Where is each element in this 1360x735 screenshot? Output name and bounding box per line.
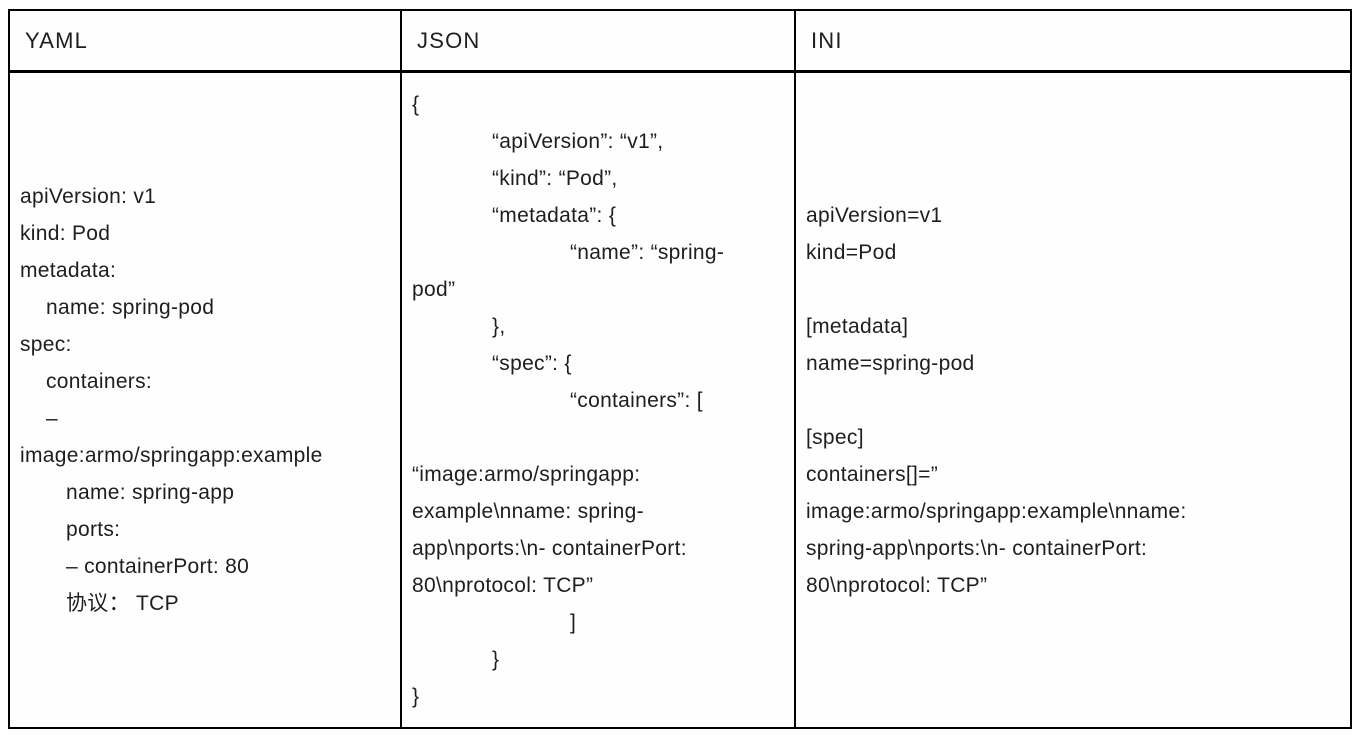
code-line: “name”: “spring- (570, 240, 725, 264)
code-line: containers[]=” (806, 462, 939, 486)
json-code-cell: { “apiVersion”: “v1”, “kind”: “Pod”, “metad… (402, 73, 796, 727)
column-header-ini: INI (796, 11, 1350, 70)
code-line: 协议： TCP (66, 592, 179, 615)
code-line (806, 382, 1340, 419)
code-line: “metadata”: { (492, 203, 617, 227)
code-line: kind: Pod (20, 222, 111, 245)
code-line: 80\nprotocol: TCP” (806, 573, 988, 597)
code-line: image:armo/springapp:example (20, 444, 323, 467)
code-line: apiVersion: v1 (20, 185, 157, 208)
column-header-ini-label: INI (811, 27, 843, 53)
code-line (806, 271, 1340, 308)
code-line: [spec] (806, 425, 864, 449)
code-line: “kind”: “Pod”, (492, 166, 618, 190)
code-line: metadata: (20, 259, 117, 282)
code-line: “spec”: { (492, 351, 572, 375)
code-line: } (492, 647, 500, 671)
format-comparison-table: YAML JSON INI apiVersion: v1 kind: Pod met… (8, 9, 1352, 729)
code-line: { (412, 92, 420, 116)
code-line: example\nname: spring- (412, 499, 644, 523)
code-line: [metadata] (806, 314, 909, 338)
code-line: kind=Pod (806, 240, 897, 264)
code-line: image:armo/springapp:example\nname: (806, 499, 1187, 523)
code-line: } (412, 684, 420, 708)
code-line: }, (492, 314, 506, 338)
code-line: containers: (46, 370, 153, 393)
column-header-json: JSON (402, 11, 796, 70)
yaml-code-cell: apiVersion: v1 kind: Pod metadata: name: sp… (10, 73, 402, 727)
code-line: spec: (20, 333, 72, 356)
code-line: spring-app\nports:\n- containerPort: (806, 536, 1148, 560)
code-line: app\nports:\n- containerPort: (412, 536, 687, 560)
table-body-row: apiVersion: v1 kind: Pod metadata: name: sp… (10, 73, 1350, 727)
code-line: ports: (66, 518, 121, 541)
code-line: name=spring-pod (806, 351, 975, 375)
ini-code-cell: apiVersion=v1 kind=Pod [metadata] name=spr… (796, 73, 1350, 727)
code-line: “image:armo/springapp: (412, 462, 641, 486)
code-line: ] (570, 610, 577, 634)
code-line: apiVersion=v1 (806, 203, 943, 227)
code-line: – containerPort: 80 (66, 555, 250, 578)
code-line: name: spring-pod (46, 296, 215, 319)
code-line: pod” (412, 277, 456, 301)
code-line: name: spring-app (66, 481, 235, 504)
code-line: – (46, 407, 58, 430)
code-line: “containers”: [ (570, 388, 703, 412)
column-header-yaml-label: YAML (25, 27, 89, 53)
code-line: “apiVersion”: “v1”, (492, 129, 664, 153)
code-line (412, 419, 784, 456)
code-line: 80\nprotocol: TCP” (412, 573, 594, 597)
column-header-json-label: JSON (417, 27, 481, 53)
column-header-yaml: YAML (10, 11, 402, 70)
table-header-row: YAML JSON INI (10, 11, 1350, 73)
